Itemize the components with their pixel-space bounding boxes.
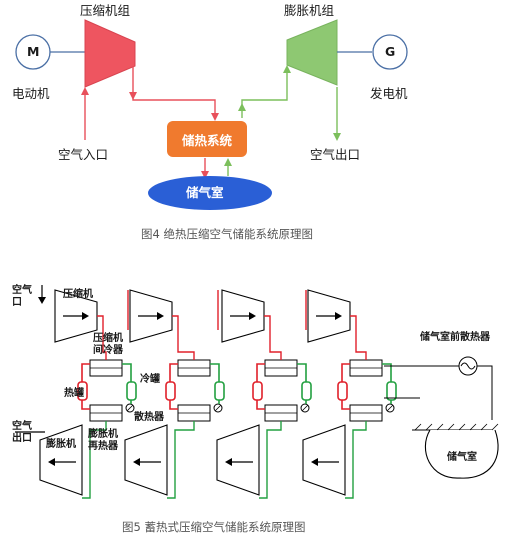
compressed-air-red-1 — [97, 315, 107, 360]
ground-hatch-2 — [425, 423, 433, 431]
expander-arrow-head-2 — [133, 458, 140, 466]
air-inlet-label: 空气入口 — [58, 147, 109, 162]
expander-stage-3 — [216, 424, 260, 496]
expansion-air-green-1 — [82, 421, 107, 499]
radiator-label: 散热器 — [134, 412, 164, 423]
heat-to-gas-arrow — [201, 171, 209, 179]
heat-storage-box: 储热系统 — [167, 121, 247, 157]
pre-radiator-out-line — [477, 365, 493, 420]
expander-in-arrow — [283, 65, 291, 73]
hot-loop-top-2 — [169, 363, 178, 382]
hot-loop-top-4 — [341, 363, 350, 382]
radiator-slash-4 — [386, 404, 394, 412]
compressed-air-red-2 — [172, 315, 195, 360]
cold-loop-top-4 — [382, 363, 392, 382]
expander-arrow-head-3 — [225, 458, 232, 466]
gas-storage-cave — [424, 429, 499, 479]
motor-symbol: M — [27, 44, 40, 59]
ground-hatch-4 — [447, 423, 455, 431]
hot-tank-4 — [337, 381, 348, 401]
compressor-arrow-head-1 — [82, 312, 89, 320]
compressed-air-red-4 — [350, 315, 367, 360]
cold-tank-label: 冷罐 — [140, 374, 160, 385]
generator-symbol: G — [385, 44, 396, 59]
generator-circle — [372, 34, 408, 70]
figure-5-caption: 图5 蓄热式压缩空气储能系统原理图 — [122, 520, 306, 534]
compressor-label-5: 压缩机 — [63, 289, 93, 300]
expander-stage-2 — [124, 424, 168, 496]
generator-label: 发电机 — [370, 86, 408, 101]
radiator-slash-3 — [301, 404, 309, 412]
air-inlet-arrow-5 — [38, 297, 46, 304]
air-outlet-arrow — [333, 133, 341, 141]
cold-tank-3 — [301, 381, 312, 401]
air-inlet-arrow — [81, 87, 89, 95]
air-outlet-label: 空气出口 — [310, 147, 361, 162]
hot-loop-bottom-3 — [256, 400, 265, 410]
gas-storage-ellipse — [148, 176, 272, 210]
figure-4-diagram — [15, 19, 408, 210]
compressor-to-heat-line — [132, 66, 216, 118]
cold-tank-2 — [214, 381, 225, 401]
air-inlet-label-5: 空气 口 — [12, 285, 32, 308]
expander-unit-shape — [286, 19, 338, 86]
compressor-arrow-head-4 — [335, 312, 342, 320]
pre-storage-radiator-wave — [460, 362, 476, 370]
heat-out-arrow — [238, 103, 246, 111]
air-outlet-label-5: 空气 出口 — [12, 421, 32, 444]
ground-hatch-5 — [458, 423, 466, 431]
reheater-label: 膨胀机 再热器 — [88, 429, 118, 452]
intercooler-label: 压缩机 间冷器 — [93, 333, 123, 356]
radiator-slash-1 — [126, 404, 134, 412]
figure-5-diagram — [15, 285, 499, 499]
ground-hatch-1 — [414, 423, 422, 431]
expander-arrow-head-1 — [48, 458, 55, 466]
heat-storage-label: 储热系统 — [181, 132, 232, 148]
cold-loop-top-2 — [210, 363, 220, 382]
hot-loop-top-3 — [256, 363, 265, 382]
hot-tank-label: 热罐 — [64, 388, 84, 399]
compressor-arrow-head-3 — [249, 312, 256, 320]
ground-hatch-8 — [491, 423, 499, 431]
expander-arrow-head-4 — [311, 458, 318, 466]
hot-tank-3 — [252, 381, 263, 401]
gas-storage-label-5: 储气室 — [447, 452, 477, 463]
ground-hatch-7 — [480, 423, 488, 431]
heat-to-expander-line — [241, 70, 288, 118]
gas-storage-label: 储气室 — [186, 185, 224, 200]
hot-loop-bottom-4 — [341, 400, 350, 410]
expander-unit-label: 膨胀机组 — [284, 3, 335, 18]
expansion-air-green-2 — [167, 421, 195, 499]
ground-hatch-6 — [469, 423, 477, 431]
cold-tank-4 — [386, 381, 397, 401]
pre-storage-radiator-label: 储气室前散热器 — [420, 332, 490, 343]
hot-loop-bottom-2 — [169, 400, 178, 410]
hot-loop-bottom-1 — [81, 400, 90, 410]
expansion-air-green-3 — [259, 421, 282, 499]
cold-tank-1 — [126, 381, 137, 401]
cold-loop-top-1 — [122, 363, 132, 382]
figure-4-caption: 图4 绝热压缩空气储能系统原理图 — [141, 227, 313, 241]
compressed-air-red-3 — [264, 315, 282, 360]
radiator-slash-2 — [214, 404, 222, 412]
expander-stage-1 — [39, 424, 83, 496]
ground-hatch-3 — [436, 423, 444, 431]
heat-in-arrow — [211, 113, 219, 121]
hot-tank-2 — [165, 381, 176, 401]
motor-label: 电动机 — [12, 86, 50, 101]
expansion-air-green-4 — [345, 421, 367, 499]
gas-to-heat-arrow — [224, 158, 232, 166]
compressor-arrow-head-2 — [157, 312, 164, 320]
expander-label-5: 膨胀机 — [46, 439, 76, 450]
cold-loop-top-3 — [297, 363, 307, 382]
compressor-unit-shape — [84, 19, 136, 88]
compressor-unit-label: 压缩机组 — [80, 3, 131, 18]
hot-loop-top-1 — [81, 363, 90, 382]
compressor-down-arrow — [129, 92, 137, 100]
expander-stage-4 — [302, 424, 346, 496]
